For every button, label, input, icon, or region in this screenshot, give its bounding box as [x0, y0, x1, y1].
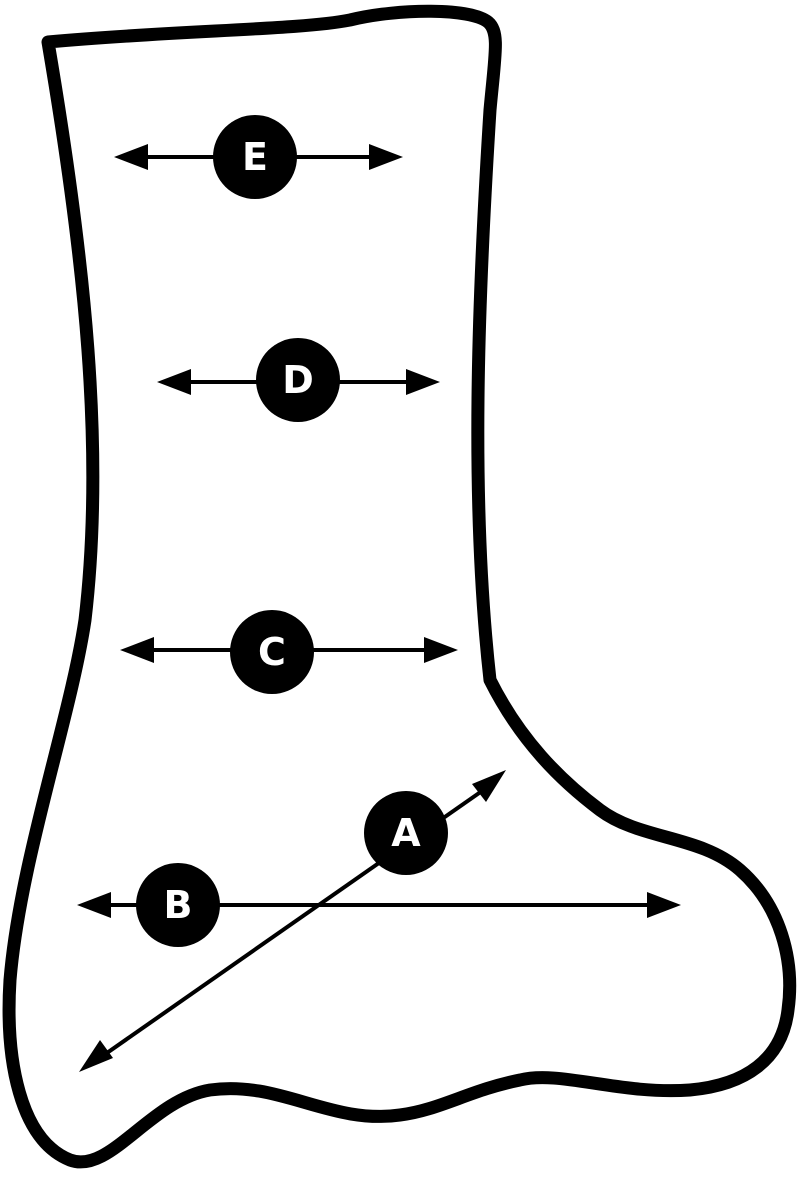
measurement-e-label: E: [242, 135, 268, 179]
measurement-c-arrowhead-right: [424, 637, 458, 663]
measurement-c: C: [120, 610, 458, 694]
measurement-e-arrowhead-left: [114, 144, 148, 170]
measurement-a-label: A: [391, 811, 421, 855]
measurement-c-label: C: [258, 630, 286, 674]
measurement-e-badge: [213, 115, 297, 199]
measurement-b-label: B: [164, 883, 193, 927]
measurement-c-badge: [230, 610, 314, 694]
measurement-d-badge: [256, 338, 340, 422]
measurement-a-arrowhead-upper-right: [472, 770, 506, 802]
measurement-a-badge: [364, 791, 448, 875]
measurement-b-arrowhead-left: [77, 892, 111, 918]
measurement-e: E: [114, 115, 403, 199]
measurement-b-arrowhead-right: [647, 892, 681, 918]
sock-outline: [2, 4, 797, 1169]
measurement-d-arrowhead-right: [406, 369, 440, 395]
measurement-a: A: [79, 770, 506, 1072]
measurement-c-arrowhead-left: [120, 637, 154, 663]
measurement-b: B: [77, 863, 681, 947]
measurement-d: D: [157, 338, 440, 422]
measurement-a-arrowhead-lower-left: [79, 1040, 113, 1072]
measurement-b-badge: [136, 863, 220, 947]
measurement-d-arrowhead-left: [157, 369, 191, 395]
measurement-e-arrowhead-right: [369, 144, 403, 170]
measurement-d-label: D: [282, 358, 314, 402]
